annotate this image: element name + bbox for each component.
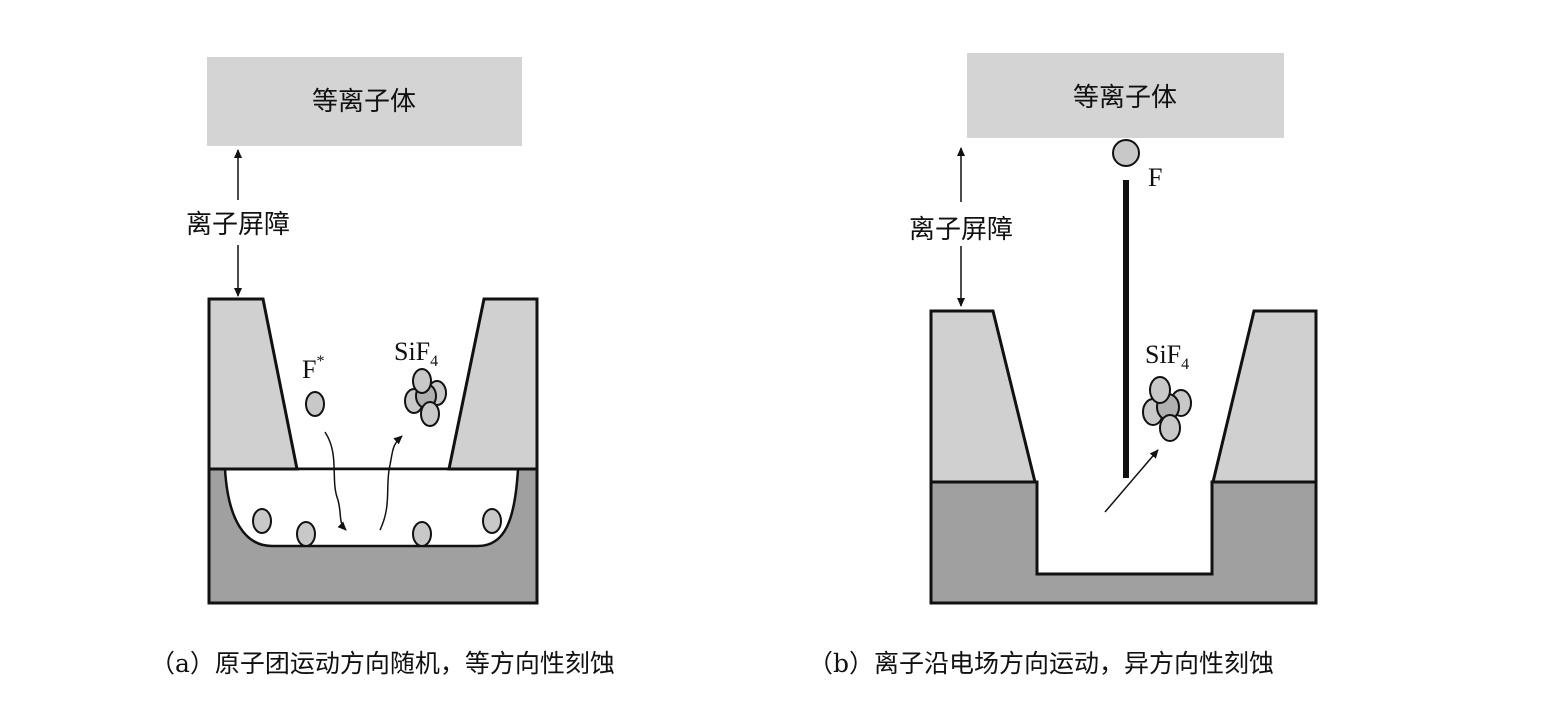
ion-particle <box>1112 139 1140 167</box>
ion-barrier-label: 离子屏障 <box>186 210 290 240</box>
plasma-label: 等离子体 <box>1073 83 1177 113</box>
ion-trajectory <box>1123 180 1129 478</box>
ion-label: F <box>1148 163 1162 192</box>
plasma-box <box>967 53 1284 138</box>
sif4-molecule <box>404 368 447 427</box>
substrate <box>929 480 1318 605</box>
ion-barrier-label: 离子屏障 <box>909 215 1013 245</box>
caption-b: （b）离子沿电场方向运动，异方向性刻蚀 <box>808 649 1274 678</box>
mask-right <box>447 297 539 471</box>
radical-path-arrow <box>324 431 347 531</box>
radical-label: F* <box>302 353 324 384</box>
product-direction-arrow <box>1104 449 1159 513</box>
wall-particles <box>252 508 502 547</box>
product-label: SiF4 <box>394 337 438 370</box>
plasma-box <box>207 57 522 146</box>
mask-left <box>207 297 299 471</box>
panel-a-isotropic: 等离子体 离子屏障 F* SiF4 （a）原子团运动方向随机，等方向性刻蚀 <box>150 57 615 678</box>
caption-a: （a）原子团运动方向随机，等方向性刻蚀 <box>150 649 615 678</box>
product-label: SiF4 <box>1145 340 1189 373</box>
plasma-label: 等离子体 <box>312 87 416 117</box>
etched-cavity-isotropic <box>223 467 520 548</box>
panel-b-anisotropic: 等离子体 离子屏障 F SiF4 （b）离子沿电场方向运动，异方向性刻蚀 <box>808 53 1318 678</box>
product-path-arrow <box>379 435 403 531</box>
radical-particle <box>305 391 325 417</box>
mask-left <box>929 309 1037 484</box>
mask-right <box>1211 309 1318 484</box>
sif4-molecule <box>1142 376 1192 442</box>
